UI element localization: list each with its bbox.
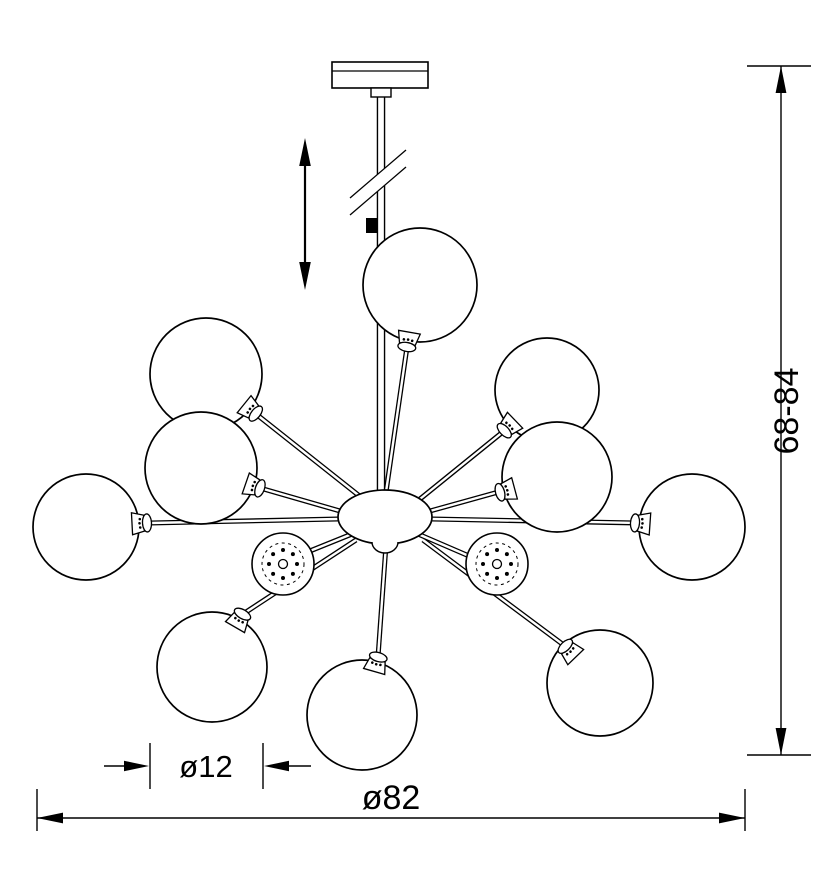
arrow-up-icon <box>299 138 311 166</box>
glass-globe <box>306 659 418 771</box>
height-dimension-label: 68-84 <box>768 368 806 455</box>
glass-globes <box>32 227 746 771</box>
arrow-down-icon <box>299 262 311 290</box>
lamp-arm-mid-left <box>259 485 341 514</box>
glass-globe <box>362 227 478 343</box>
dimension-total-diameter: ø82 <box>36 779 746 831</box>
lamp-arm-mid-right <box>429 488 503 514</box>
glass-globe <box>32 473 140 581</box>
lamp-arm-far-left <box>149 516 339 526</box>
lamp-arm-upper-right <box>418 429 506 501</box>
lamp-arm-bottom-center <box>375 544 389 658</box>
globe-fitter <box>629 510 652 536</box>
lamp-arm-top <box>383 346 410 493</box>
lamp-arm-right-socket <box>417 531 477 562</box>
rod-break-marks <box>349 149 407 216</box>
glass-globe <box>501 421 613 533</box>
globe-diameter-label: ø12 <box>179 749 232 784</box>
lamp-arm-upper-left <box>254 412 364 500</box>
globe-fitter <box>130 511 153 536</box>
glass-globe <box>144 411 258 525</box>
central-hub <box>337 489 433 554</box>
glass-globe <box>156 611 268 723</box>
socket-plate <box>465 532 529 596</box>
rod-clamp <box>366 218 377 233</box>
globe-fitter <box>394 329 421 354</box>
height-adjust-arrow <box>299 138 311 290</box>
dimension-globe-diameter: ø12 <box>104 743 311 789</box>
total-diameter-label: ø82 <box>362 779 421 817</box>
glass-globe <box>638 473 746 581</box>
ceiling-canopy <box>331 61 429 98</box>
socket-plate <box>251 532 315 596</box>
dimension-height: 68-84 <box>747 65 811 756</box>
